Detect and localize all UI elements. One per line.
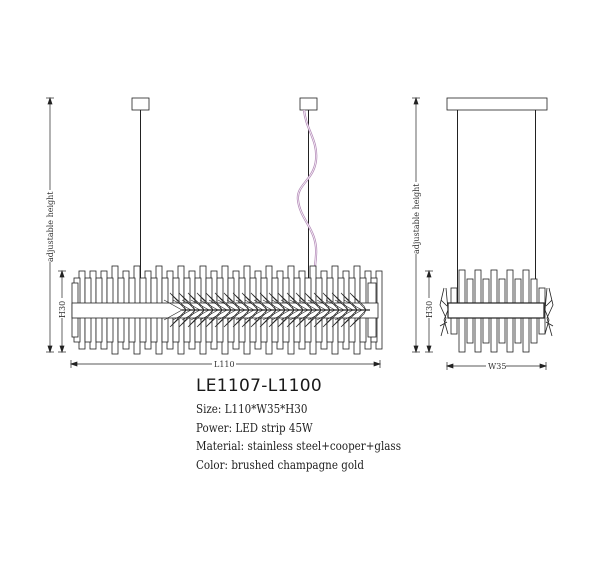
spec-power: Power: LED strip 45W — [196, 420, 313, 435]
side-adjustable-height-label: adjustable height — [412, 183, 421, 254]
length-label: L110 — [214, 360, 235, 369]
front-view — [71, 97, 383, 355]
spec-color: Color: brushed champagne gold — [196, 457, 364, 472]
width-label: W35 — [488, 362, 506, 371]
side-height-label: H30 — [425, 301, 434, 318]
spec-size: Size: L110*W35*H30 — [196, 402, 308, 416]
right-canopy — [299, 97, 318, 111]
product-specs: LE1107-L1100 Size: L110*W35*H30 Power: L… — [196, 376, 434, 474]
side-led-bar — [447, 302, 545, 319]
model-number: LE1107-L1100 — [196, 376, 322, 396]
side-leaf-left — [439, 287, 449, 337]
leaf-decoration — [163, 292, 370, 328]
side-leaf-right — [544, 287, 554, 337]
side-canopy — [446, 97, 548, 111]
spec-material: Material: stainless steel+cooper+glass — [196, 439, 402, 453]
height-label: H30 — [58, 301, 67, 318]
adjustable-height-label: adjustable height — [46, 191, 55, 262]
side-view — [439, 97, 554, 353]
left-canopy — [131, 97, 150, 111]
